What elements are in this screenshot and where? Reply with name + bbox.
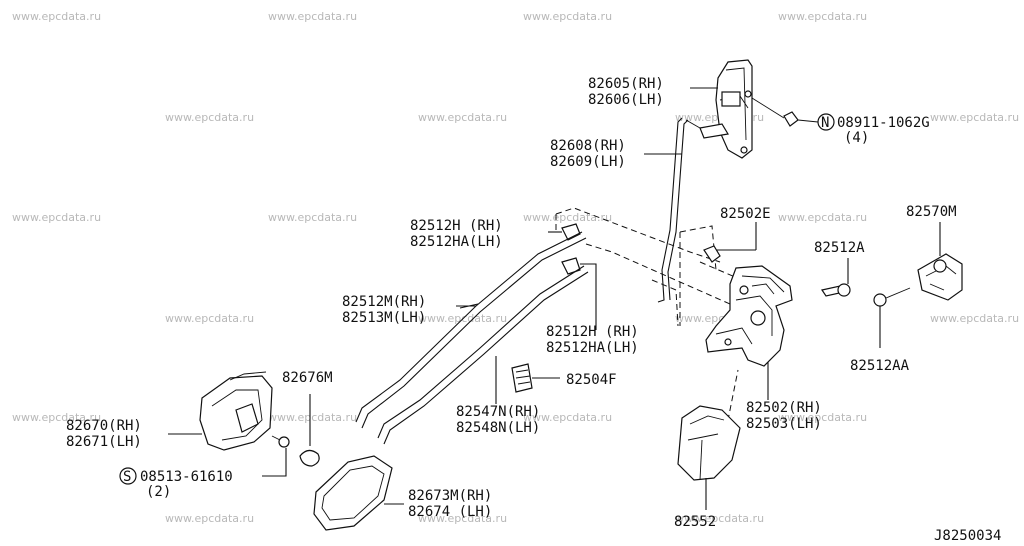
watermark: www.epcdata.ru <box>778 411 867 424</box>
watermark: www.epcdata.ru <box>268 211 357 224</box>
label-82605: 82605(RH) <box>588 76 664 92</box>
label-82502: 82502(RH) <box>746 400 822 416</box>
label-82673m: 82673M(RH) <box>408 488 492 504</box>
watermark: www.epcdata.ru <box>268 411 357 424</box>
inside-handle-82670 <box>168 371 273 451</box>
watermark: www.epcdata.ru <box>165 512 254 525</box>
watermark: www.epcdata.ru <box>930 312 1019 325</box>
label-82512ha-top: 82512HA(LH) <box>410 234 503 250</box>
watermark: www.epcdata.ru <box>165 312 254 325</box>
label-08911-qty: (4) <box>844 130 869 146</box>
label-82503: 82503(LH) <box>746 416 822 432</box>
rod-82608 <box>657 117 689 303</box>
watermark: www.epcdata.ru <box>675 512 764 525</box>
bolt-08911 <box>751 97 819 127</box>
striker-82570m <box>917 222 963 301</box>
watermark: www.epcdata.ru <box>418 111 507 124</box>
outside-handle-bracket <box>685 59 753 159</box>
label-82547n: 82547N(RH) <box>456 404 540 420</box>
screw-82512a <box>821 258 851 297</box>
label-82606: 82606(LH) <box>588 92 664 108</box>
watermark: www.epcdata.ru <box>12 211 101 224</box>
watermark: www.epcdata.ru <box>12 10 101 23</box>
label-82671: 82671(LH) <box>66 434 142 450</box>
label-82609: 82609(LH) <box>550 154 626 170</box>
label-08513: 08513-61610 <box>140 469 233 485</box>
label-82512h-lower: 82512H (RH) <box>546 324 639 340</box>
rods-82512m-82547n <box>355 231 589 445</box>
watermarks: www.epcdata.ru www.epcdata.ru www.epcdat… <box>12 10 1019 525</box>
screw-08513 <box>262 435 290 477</box>
part-82504f <box>511 363 560 393</box>
label-82502e: 82502E <box>720 206 771 222</box>
watermark: www.epcdata.ru <box>12 411 101 424</box>
watermark: www.epcdata.ru <box>165 111 254 124</box>
n-mark-circle <box>817 113 835 131</box>
watermark: www.epcdata.ru <box>523 411 612 424</box>
label-82670: 82670(RH) <box>66 418 142 434</box>
label-82512aa: 82512AA <box>850 358 910 374</box>
watermark: www.epcdata.ru <box>930 111 1019 124</box>
watermark: www.epcdata.ru <box>268 10 357 23</box>
door-lock-82502 <box>705 265 793 400</box>
escutcheon-82673m <box>313 455 404 531</box>
label-82504f: 82504F <box>566 372 617 388</box>
label-82512a: 82512A <box>814 240 865 256</box>
watermark: www.epcdata.ru <box>418 512 507 525</box>
label-82676m: 82676M <box>282 370 333 386</box>
label-82608: 82608(RH) <box>550 138 626 154</box>
label-82512ha-lower: 82512HA(LH) <box>546 340 639 356</box>
watermark: www.epcdata.ru <box>523 10 612 23</box>
circle-marks: N S <box>119 113 835 485</box>
cap-82676m <box>299 394 320 467</box>
watermark: www.epcdata.ru <box>778 10 867 23</box>
labels: 82605(RH) 82606(LH) 08911-1062G (4) 8260… <box>66 76 1001 544</box>
watermark: www.epcdata.ru <box>778 211 867 224</box>
label-08911: 08911-1062G <box>837 115 930 131</box>
clip-82502e <box>703 222 757 263</box>
label-08513-qty: (2) <box>146 484 171 500</box>
n-mark: N <box>821 115 829 131</box>
clip-82512h <box>548 223 597 330</box>
label-82674: 82674 (LH) <box>408 504 492 520</box>
protector-82552 <box>677 405 741 510</box>
s-mark: S <box>123 469 131 485</box>
screw-82512aa <box>873 287 911 348</box>
label-82570m: 82570M <box>906 204 957 220</box>
label-82512m: 82512M(RH) <box>342 294 426 310</box>
label-82548n: 82548N(LH) <box>456 420 540 436</box>
s-mark-circle <box>119 467 137 485</box>
label-82512h-top: 82512H (RH) <box>410 218 503 234</box>
label-82552: 82552 <box>674 514 716 530</box>
leader-lines <box>456 87 718 307</box>
diagram-code: J8250034 <box>934 528 1001 544</box>
label-82513m: 82513M(LH) <box>342 310 426 326</box>
